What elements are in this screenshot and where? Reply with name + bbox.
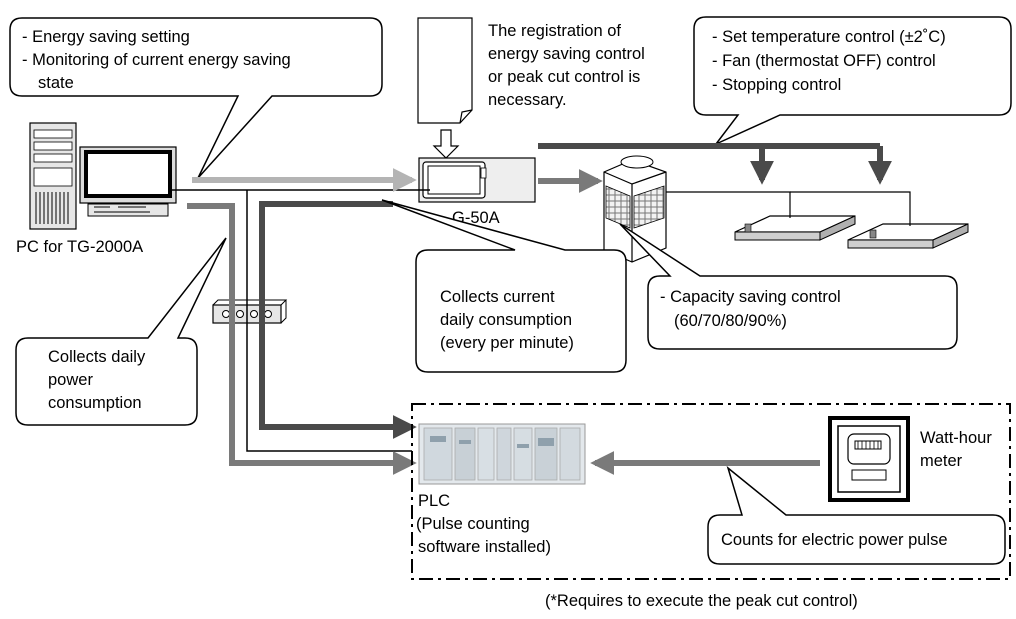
g50a-controller-icon [418,157,536,203]
plc-icon [418,423,586,485]
svg-text:Watt-hour: Watt-hour [920,429,992,447]
svg-text:software installed): software installed) [418,538,551,556]
meter-label: Watt-hour meter [920,429,992,470]
callout-ac-controls: - Set temperature control (±2˚C) - Fan (… [693,16,1012,145]
callout-text-line: - Set temperature control (±2˚C) [712,28,946,46]
peak-cut-region [411,403,1011,580]
outdoor-unit-icon [603,155,667,263]
callout-text-line: - Monitoring of current energy saving [22,51,291,69]
svg-text:(60/70/80/90%): (60/70/80/90%) [674,312,787,330]
data-arrow [259,201,417,439]
refrigerant-line [790,191,911,226]
svg-text:energy saving control: energy saving control [488,45,645,63]
svg-text:The registration of: The registration of [488,22,621,40]
plc-label: PLC (Pulse counting software installed) [416,492,551,556]
collect-arrow [187,203,417,475]
svg-text:(Pulse counting: (Pulse counting [416,515,530,533]
registration-note: The registration of energy saving contro… [488,22,645,109]
callout-text-line: - Stopping control [712,76,841,94]
pc-label: PC for TG-2000A [16,238,143,256]
callout-pc-collects: Collects daily power consumption [15,237,227,426]
indoor-unit-icon [847,223,969,249]
callout-text-line: - Energy saving setting [22,28,190,46]
refrigerant-line [666,191,791,218]
callout-capacity-saving: - Capacity saving control (60/70/80/90%) [619,223,958,350]
svg-text:Collects current: Collects current [440,288,555,306]
svg-text:power: power [48,371,93,389]
svg-text:daily consumption: daily consumption [440,311,572,329]
svg-text:(every per minute): (every per minute) [440,334,574,352]
indoor-unit-icon [734,215,856,241]
document-icon [417,17,473,124]
svg-text:or peak cut control is: or peak cut control is [488,68,640,86]
callout-energy-saving-settings: - Energy saving setting - Monitoring of … [9,17,383,179]
network-hub-icon [212,299,288,324]
svg-text:- Capacity saving control: - Capacity saving control [660,288,841,306]
down-arrow-icon [432,129,460,159]
pc-monitor-icon [79,146,177,217]
footnote: (*Requires to execute the peak cut contr… [545,592,858,610]
callout-g50-collects: Collects current daily consumption (ever… [381,199,627,373]
svg-text:Collects daily: Collects daily [48,348,146,366]
svg-text:consumption: consumption [48,394,142,412]
callout-text-line: state [38,74,74,92]
watt-hour-meter-icon [828,416,910,502]
network-line [246,190,412,452]
svg-text:PLC: PLC [418,492,450,510]
callout-text-line: - Fan (thermostat OFF) control [712,52,936,70]
svg-text:Counts for electric power puls: Counts for electric power pulse [721,531,948,549]
callout-pulse-count: Counts for electric power pulse [707,465,1006,565]
svg-text:necessary.: necessary. [488,91,567,109]
svg-text:meter: meter [920,452,963,470]
pc-tower-icon [29,122,77,230]
